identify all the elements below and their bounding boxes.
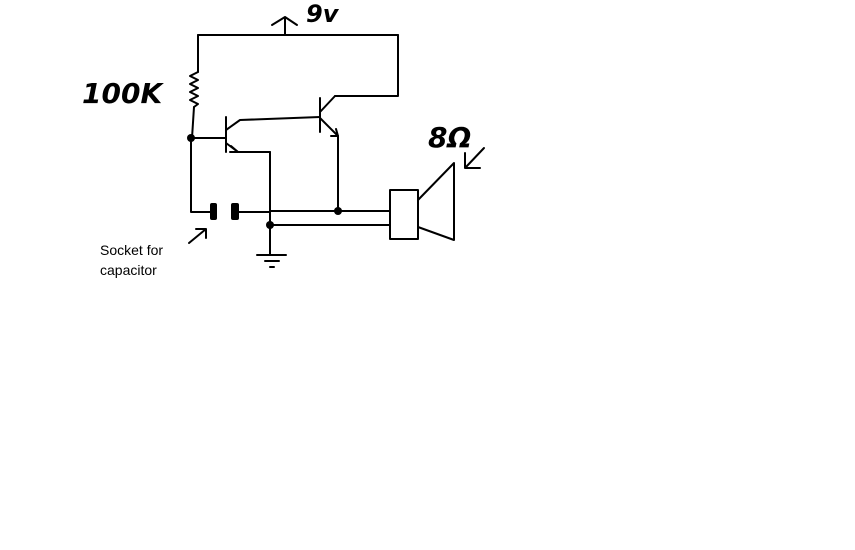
ground-icon (256, 254, 287, 268)
socket-note-line-1: Socket for (100, 242, 163, 258)
resistor-icon (189, 71, 199, 108)
capacitor-socket-icon (210, 203, 239, 220)
junction-dot-q2-emitter (334, 207, 342, 215)
speaker-impedance-label: 8Ω (428, 121, 471, 154)
supply-right-wire (334, 34, 399, 97)
impedance-arrow-icon (464, 147, 485, 169)
speaker-icon (389, 162, 455, 241)
left-rail-wire (190, 137, 211, 213)
socket-note-line-2: capacitor (100, 262, 157, 278)
junction-dot-resistor-base (187, 134, 195, 142)
junction-dot-ground (266, 221, 274, 229)
supply-voltage-label: 9v (306, 0, 340, 28)
resistor-bottom-wire (191, 106, 195, 139)
transistor-q2-icon (319, 95, 339, 137)
socket-note-arrow-icon (188, 228, 207, 244)
supply-arrow-icon (271, 16, 298, 36)
resistor-value-label: 100K (82, 77, 164, 110)
transistor-q1-icon (225, 116, 321, 153)
